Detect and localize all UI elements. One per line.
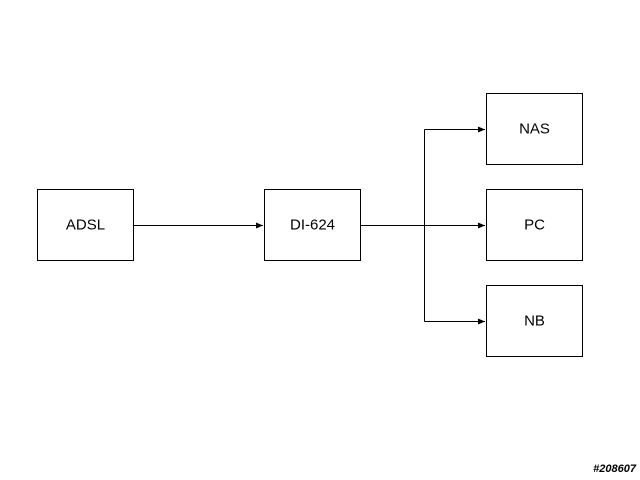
node-nas-box (486, 93, 583, 165)
node-pc: PC (486, 189, 583, 261)
node-nb: NB (486, 285, 583, 357)
node-adsl: ADSL (37, 189, 134, 261)
watermark-id: #208607 (593, 463, 636, 475)
node-nb-box (486, 285, 583, 357)
node-router-box (264, 189, 361, 261)
node-nb-label: NB (524, 313, 545, 330)
node-pc-label: PC (524, 217, 545, 234)
node-adsl-box (37, 189, 134, 261)
node-router: DI-624 (264, 189, 361, 261)
node-nas-label: NAS (519, 121, 550, 138)
node-adsl-label: ADSL (66, 217, 105, 234)
node-pc-box (486, 189, 583, 261)
node-nas: NAS (486, 93, 583, 165)
node-router-label: DI-624 (290, 217, 335, 234)
